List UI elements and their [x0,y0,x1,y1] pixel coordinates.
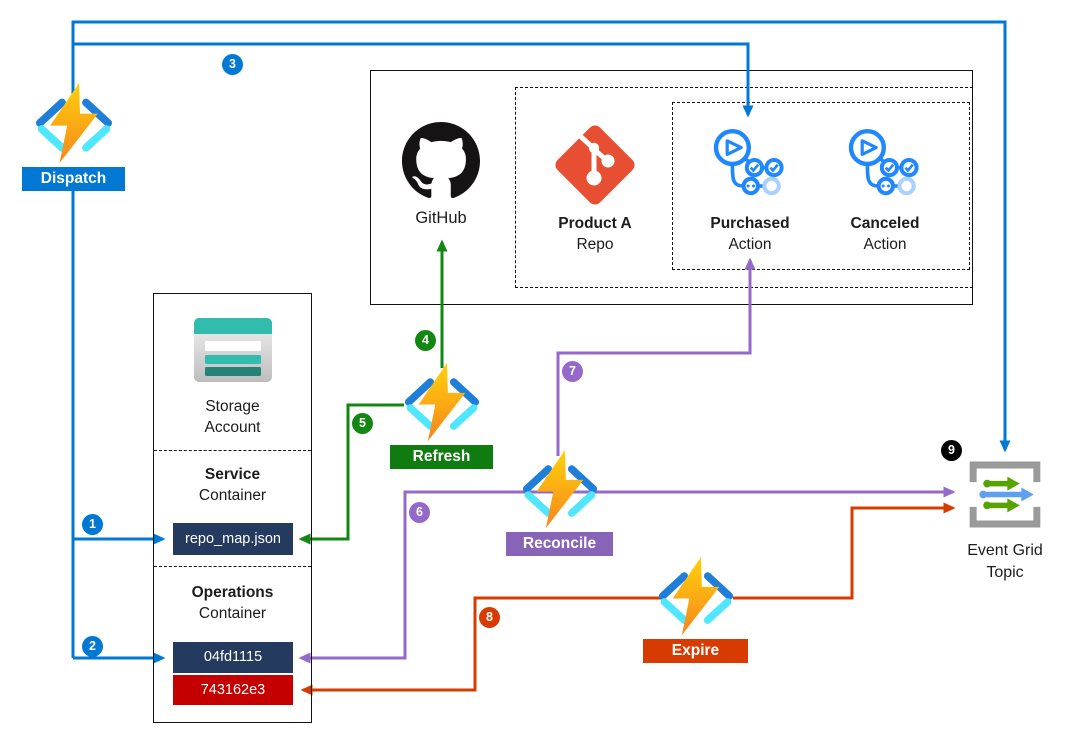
arrow-reconcile-to-purchased-action [556,257,756,456]
operations-container-subtitle: Container [198,605,267,622]
step-badge-7: 7 [562,361,583,382]
github-node: GitHub [391,122,491,229]
line-expire-left [473,596,662,692]
dispatch-function-node: Dispatch [22,82,125,191]
refresh-label: Refresh [390,445,493,469]
storage-account-box: Storage Account Service Container repo_m… [153,293,312,723]
canceled-action-title: Canceled [850,215,920,232]
storage-account-title: Storage [205,398,260,415]
storage-section-divider [154,450,311,451]
step-badge-6: 6 [409,502,430,523]
service-container-subtitle: Container [198,487,267,504]
operation-id-blob: 04fd1115 [173,642,293,673]
step-badge-2: 2 [82,636,103,657]
github-label: GitHub [415,209,467,227]
storage-section-divider [154,566,311,567]
github-actions-icon [710,126,790,206]
actions-scope-dashed-box [672,102,970,270]
product-repo-subtitle: Repo [576,236,614,253]
arrow-reconcile-to-eventgrid [403,486,956,660]
step-badge-9: 9 [941,440,962,461]
storage-account-icon [194,318,272,382]
step-badge-1: 1 [82,514,103,535]
product-repo-node: Product A Repo [543,119,647,255]
reconcile-label: Reconcile [506,532,613,556]
purchased-action-title: Purchased [710,215,790,232]
service-container-title: Service [204,466,261,483]
repo-scope-dashed-box [515,87,973,288]
dispatch-label: Dispatch [22,167,125,191]
expire-function-node: Expire [643,556,748,663]
purchased-action-subtitle: Action [728,236,772,253]
operation-id-blob: 743162e3 [173,675,293,705]
event-grid-title: Event Grid [967,542,1043,559]
arrow-dispatch-to-purchased-action [73,42,754,118]
storage-account-subtitle: Account [204,419,261,436]
github-actions-icon [845,126,925,206]
event-grid-icon [966,458,1044,531]
purchased-action-node: Purchased Action [695,126,805,255]
azure-function-icon [654,556,738,636]
product-repo-title: Product A [558,215,632,232]
reconcile-function-node: Reconcile [506,449,613,556]
refresh-function-node: Refresh [390,362,493,469]
canceled-action-node: Canceled Action [830,126,940,255]
repo-map-json-blob: repo_map.json [173,523,293,555]
arrow-expire-to-eventgrid [733,502,956,600]
azure-function-icon [400,362,484,442]
step-badge-8: 8 [479,607,500,628]
git-repo-icon [555,125,635,205]
azure-function-icon [518,449,602,529]
step-badge-5: 5 [352,413,373,434]
arrow-refresh-to-repomap [298,403,404,545]
step-badge-3: 3 [222,54,243,75]
azure-function-icon [31,82,117,164]
operations-container-title: Operations [191,584,274,601]
github-icon [402,122,480,199]
event-grid-topic-node: Event Grid Topic [955,458,1055,584]
canceled-action-subtitle: Action [863,236,907,253]
step-badge-4: 4 [415,330,436,351]
expire-label: Expire [643,639,748,663]
arrow-dispatch-to-eventgrid [71,20,1011,453]
event-grid-subtitle: Topic [986,564,1024,581]
